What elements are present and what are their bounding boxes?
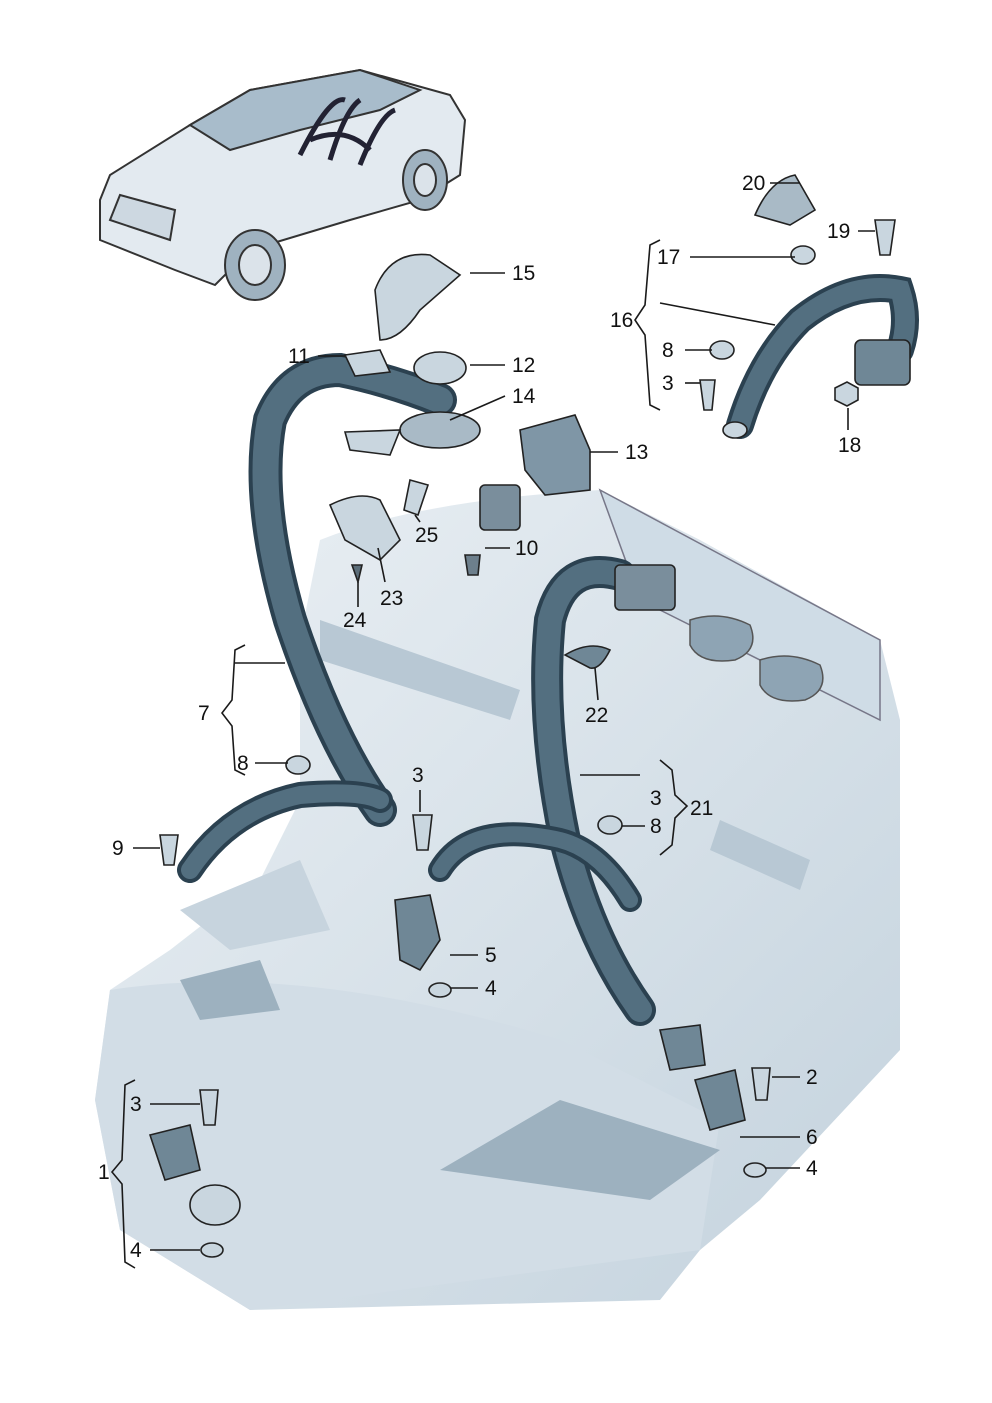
part-label-13: 13 — [625, 441, 649, 464]
part-label-16: 16 — [610, 309, 634, 332]
part-label-8-center: 8 — [650, 815, 662, 838]
hardware-parts — [148, 174, 911, 1258]
part-label-1: 1 — [98, 1161, 110, 1184]
plug-shape — [350, 564, 364, 585]
guide-bracket-shape — [328, 495, 401, 561]
part-label-3-right: 3 — [662, 372, 674, 395]
part-label-19: 19 — [827, 220, 851, 243]
cover-piece-shape — [563, 645, 612, 669]
part-label-22: 22 — [585, 704, 609, 727]
part-label-10: 10 — [515, 537, 539, 560]
part-label-2: 2 — [806, 1066, 818, 1089]
part-label-11: 11 — [288, 345, 310, 368]
part-label-9: 9 — [112, 837, 124, 860]
part-label-8-left: 8 — [237, 752, 249, 775]
part-label-14: 14 — [512, 385, 536, 408]
part-label-15: 15 — [512, 262, 536, 285]
part-label-24: 24 — [343, 609, 367, 632]
foam-pad-shape — [519, 414, 591, 496]
part-label-20: 20 — [742, 172, 766, 195]
part-label-8-right: 8 — [662, 339, 674, 362]
bolt-shape — [403, 478, 430, 517]
part-label-3-left: 3 — [130, 1093, 142, 1116]
clip-shape — [343, 349, 392, 377]
part-label-18: 18 — [838, 434, 862, 457]
cover-cap-shape — [753, 174, 817, 226]
part-label-5: 5 — [485, 944, 497, 967]
part-label-6: 6 — [806, 1126, 818, 1149]
part-label-3-center: 3 — [650, 787, 662, 810]
trim-cover-shape — [374, 253, 462, 341]
buckle-shape — [394, 894, 441, 972]
part-label-4-middle: 4 — [485, 977, 497, 1000]
part-label-17: 17 — [657, 246, 681, 269]
leader-lines — [110, 182, 875, 1269]
part-label-3-middle: 3 — [412, 764, 424, 787]
retractor-shape — [479, 484, 521, 531]
part-label-12: 12 — [512, 354, 536, 377]
part-label-21: 21 — [690, 797, 714, 820]
part-label-25: 25 — [415, 524, 439, 547]
part-label-4-left: 4 — [130, 1239, 142, 1262]
car-thumbnail-illustration — [99, 68, 467, 301]
belt-guide-shape — [399, 411, 481, 449]
part-label-23: 23 — [380, 587, 404, 610]
part-label-4-right: 4 — [806, 1157, 818, 1180]
part-label-7: 7 — [198, 702, 210, 725]
cap-shape — [413, 351, 467, 385]
